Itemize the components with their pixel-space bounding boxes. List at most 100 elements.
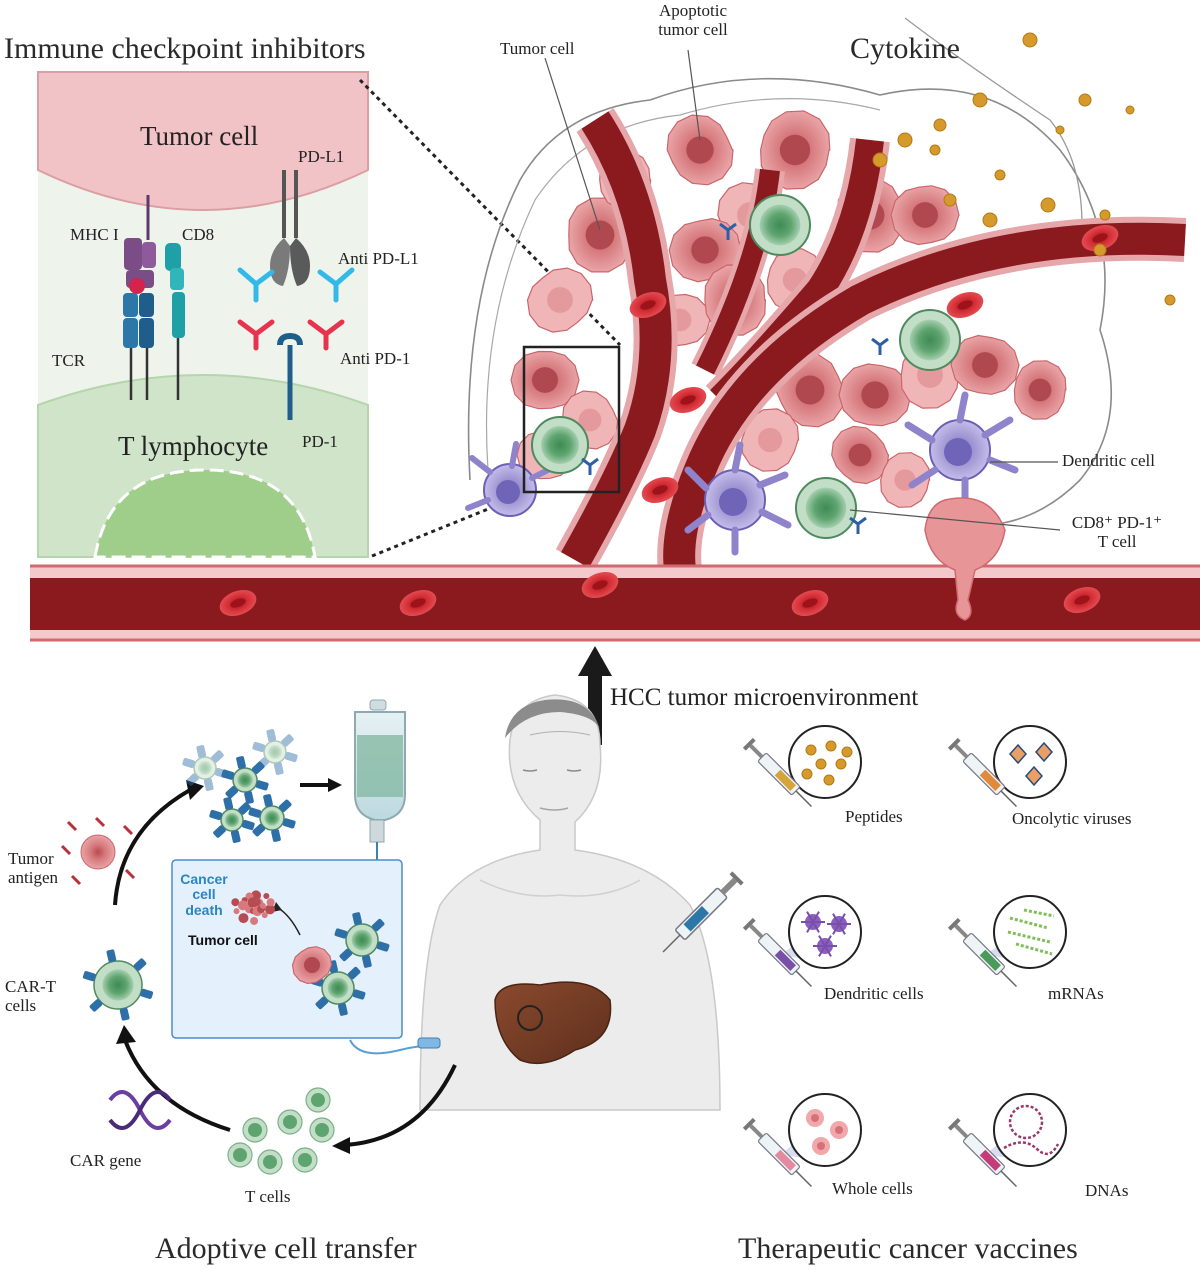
cytokine-dot [994,169,1006,181]
cytokine-dot [1164,294,1176,306]
cytokine-dot [897,132,913,148]
vaccine-label-oncolytic: Oncolytic viruses [1012,809,1132,828]
antigen-fragment [70,874,82,886]
cytokine-dot [1040,197,1056,213]
pd1-receptor-mark [871,337,889,355]
antigen-fragment [124,868,136,880]
t-cell-small [277,1109,303,1135]
red-blood-cell [1063,586,1101,614]
anti-pdl1-antibody [237,267,355,303]
t-cell [795,477,857,539]
syringe-icon [947,1117,1018,1188]
cart-label-line2: cells [5,995,37,1015]
cart-label: CAR-T cells [5,977,56,1015]
checkpoint-panel [37,71,622,559]
cancer-death-label: Cancer cell death [174,871,234,918]
syringe-icon [742,917,813,988]
cytokine-dot [943,193,957,207]
vaccine-5 [947,1093,1067,1188]
tumor-cell [666,114,734,186]
car-t-cell [252,729,298,775]
liver-icon [494,981,612,1065]
vaccine-label-dendritic: Dendritic cells [824,984,924,1003]
mhc-molecule [124,195,156,294]
iv-bag-icon [354,699,406,858]
syringe-icon [947,917,1018,988]
tumor-cell [510,350,580,410]
mhc-label: MHC I [70,225,119,244]
cd8-tcell-label-line2: T cell [1097,531,1137,551]
cancer-death-line2: cell [192,886,216,903]
checkpoint-heading: Immune checkpoint inhibitors [4,32,366,65]
cancer-death-line1: Cancer [180,871,228,887]
cytokine-dot [1125,105,1135,115]
cancer-death-line3: death [185,901,223,918]
adoptive-heading: Adoptive cell transfer [155,1232,417,1265]
t-cell-small [309,1117,335,1143]
tumor-cell [831,425,890,485]
tumor-cell [838,363,912,427]
tumor-cell [741,408,800,472]
cd8-tcell-label: CD8⁺ PD-1⁺ T cell [1058,513,1176,551]
anti-pdl1-label: Anti PD-L1 [338,249,419,268]
hcc-arrow-label: HCC tumor microenvironment [610,684,919,711]
tumor-antigen-line2: antigen [8,867,59,887]
cytokine-dot [872,152,888,168]
tumor-cell [1013,360,1067,420]
cytokine-dot [1078,93,1092,107]
dying-cancer-cell [231,890,276,925]
patient-figure [349,694,721,1111]
t-cell [531,416,589,474]
pd1-receptor-mark [719,222,737,240]
pd1-receptor-mark [581,457,599,475]
tumor-cell [526,267,594,333]
antigen-fragment [122,824,134,836]
pd1-label: PD-1 [302,432,338,451]
red-blood-cell [629,291,667,319]
magnifier-circle [993,725,1067,799]
vaccine-label-peptides: Peptides [845,807,903,826]
box-tumor-cell-label: Tumor cell [188,932,258,948]
car-t-cell [182,745,228,791]
antigen-fragment [60,844,72,856]
t-cell-small [292,1147,318,1173]
red-blood-cell [399,589,437,617]
vaccine-label-mrna: mRNAs [1048,984,1104,1003]
cytokine-dot [933,118,947,132]
cytokine-dot [1099,209,1111,221]
tumor-cell [759,110,831,190]
t-cell-small [227,1142,253,1168]
car-t-cell [221,756,269,804]
car-gene-label: CAR gene [70,1151,142,1170]
tumor-antigen-line1: Tumor [8,849,54,868]
t-cell [899,309,961,371]
antigen-fragment [94,816,106,828]
car-t-cell [82,949,154,1021]
pdl1-molecule [270,170,310,286]
t-cells-label: T cells [245,1187,291,1206]
dendritic-cell-2 [684,441,792,556]
vaccine-label-dna: DNAs [1085,1181,1129,1200]
cytokine-dot [982,212,998,228]
cart-label-line1: CAR-T [5,977,56,996]
cytokine-dot [972,92,988,108]
red-blood-cell [791,589,829,617]
micro-tumor-cell-label: Tumor cell [500,39,575,58]
tumor-cell [950,334,1020,395]
red-blood-cell [1081,224,1119,252]
red-blood-cell [219,589,257,617]
vaccine-0 [742,725,862,808]
pdl1-label: PD-L1 [298,147,345,166]
anti-pd1-label: Anti PD-1 [340,349,411,368]
red-blood-cell [641,476,679,504]
cytokine-dot [1093,243,1107,257]
checkpoint-tumor-cell-label: Tumor cell [140,121,259,151]
vaccines-heading: Therapeutic cancer vaccines [738,1232,1078,1265]
magnifier-circle [993,895,1067,969]
cytokine-dot [929,144,941,156]
anti-pd1-antibody [237,319,345,351]
red-blood-cell [581,571,619,599]
cytokine-heading: Cytokine [850,32,960,65]
tumor-antigen-label: Tumor antigen [8,849,59,887]
